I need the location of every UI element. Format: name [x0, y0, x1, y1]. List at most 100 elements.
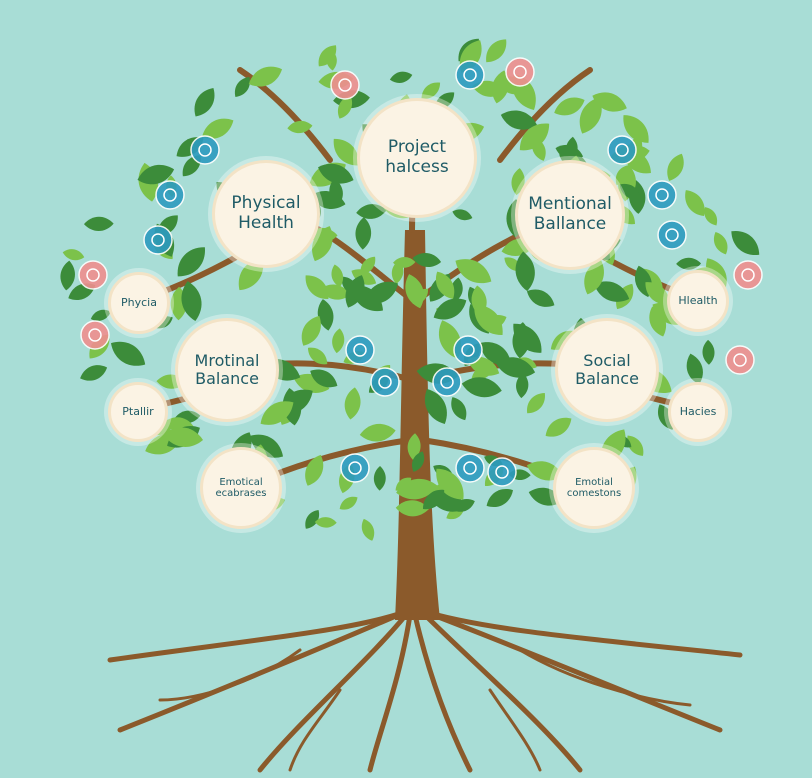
icon-glyph: [348, 461, 362, 475]
leaf: [579, 97, 602, 134]
root: [288, 688, 342, 772]
icon-glyph: [88, 328, 102, 342]
leaf: [421, 82, 441, 99]
leaf: [407, 433, 421, 461]
leaf: [412, 451, 425, 472]
root: [367, 612, 413, 773]
node-ptallir-label: Ptallir: [122, 404, 154, 418]
leaf: [486, 39, 507, 63]
leaf: [194, 88, 215, 117]
leaf: [331, 264, 344, 288]
node-hlealth-label: Hlealth: [678, 293, 718, 307]
icon-badge: [505, 57, 535, 87]
leaf: [395, 500, 430, 517]
leaf: [433, 298, 467, 320]
node-ptallir: Ptallir: [108, 382, 168, 442]
node-hlealth: Hlealth: [667, 270, 729, 332]
icon-badge: [190, 135, 220, 165]
node-mrotinal-balance-label: Mrotinal Balance: [194, 350, 260, 388]
leaf: [202, 118, 234, 139]
leaf: [649, 306, 666, 337]
leaf: [312, 226, 333, 262]
tree-icons: [78, 57, 763, 487]
leaf: [373, 465, 386, 491]
root: [417, 607, 723, 733]
node-hacies-label: Hacies: [679, 404, 717, 418]
node-social-balance: Social Balance: [555, 318, 659, 422]
icon-badge: [432, 367, 462, 397]
globe-icon: [330, 70, 360, 100]
root: [257, 607, 413, 773]
leaf: [435, 271, 455, 300]
icon-badge: [78, 260, 108, 290]
root: [518, 648, 692, 707]
leaf: [436, 468, 464, 500]
icon-glyph: [378, 375, 392, 389]
house-icon: [80, 320, 110, 350]
icon-badge: [345, 335, 375, 365]
shield-icon: [647, 180, 677, 210]
leaf: [512, 322, 531, 359]
icon-badge: [453, 335, 483, 365]
leaf: [310, 369, 338, 388]
node-phycia-label: Phycia: [121, 295, 157, 309]
root: [417, 607, 743, 658]
leaf: [685, 190, 705, 217]
root: [412, 612, 473, 773]
leaf: [326, 48, 337, 71]
branch: [497, 67, 593, 163]
node-phycia: Phycia: [108, 272, 170, 334]
leaf: [474, 304, 503, 335]
leaf: [486, 489, 514, 507]
icon-glyph: [86, 268, 100, 282]
heart-icon: [607, 135, 637, 165]
leaf: [234, 77, 250, 97]
leaf: [305, 454, 324, 486]
leaf: [645, 282, 670, 305]
leaf: [305, 509, 320, 529]
icon-badge: [330, 70, 360, 100]
leaf: [545, 417, 572, 437]
leaf: [181, 281, 202, 322]
shield-icon: [143, 225, 173, 255]
leaf: [686, 353, 703, 385]
person-icon: [725, 345, 755, 375]
house-icon: [487, 457, 517, 487]
leaf: [495, 357, 536, 378]
leaf: [391, 260, 404, 284]
leaf: [452, 209, 473, 221]
node-mentional-ballance-label: Mentional Ballance: [528, 194, 612, 234]
leaf: [405, 274, 424, 309]
icon-glyph: [733, 353, 747, 367]
node-hacies: Hacies: [668, 382, 728, 442]
leaf: [455, 259, 492, 284]
leaf: [527, 392, 545, 414]
icon-badge: [455, 60, 485, 90]
leaf: [337, 95, 353, 119]
leaf: [318, 163, 354, 184]
leaf: [500, 110, 538, 130]
leaf: [314, 517, 337, 528]
leaf-icon: [455, 453, 485, 483]
icon-badge: [733, 260, 763, 290]
leaf: [704, 207, 718, 226]
leaf: [90, 309, 111, 321]
icon-glyph: [513, 65, 527, 79]
trunk: [395, 230, 440, 620]
leaf: [320, 284, 351, 300]
leaf: [305, 275, 329, 299]
icon-glyph: [198, 143, 212, 157]
node-project-halcess-label: Project halcess: [385, 137, 449, 177]
leaf: [137, 164, 175, 185]
icon-glyph: [440, 375, 454, 389]
root: [417, 607, 583, 773]
icon-glyph: [353, 343, 367, 357]
root: [158, 648, 302, 702]
leaf: [360, 256, 376, 275]
leaf: [333, 138, 359, 166]
leaf: [554, 97, 585, 116]
leaf: [287, 120, 313, 134]
leaf: [516, 372, 529, 399]
icon-glyph: [495, 465, 509, 479]
